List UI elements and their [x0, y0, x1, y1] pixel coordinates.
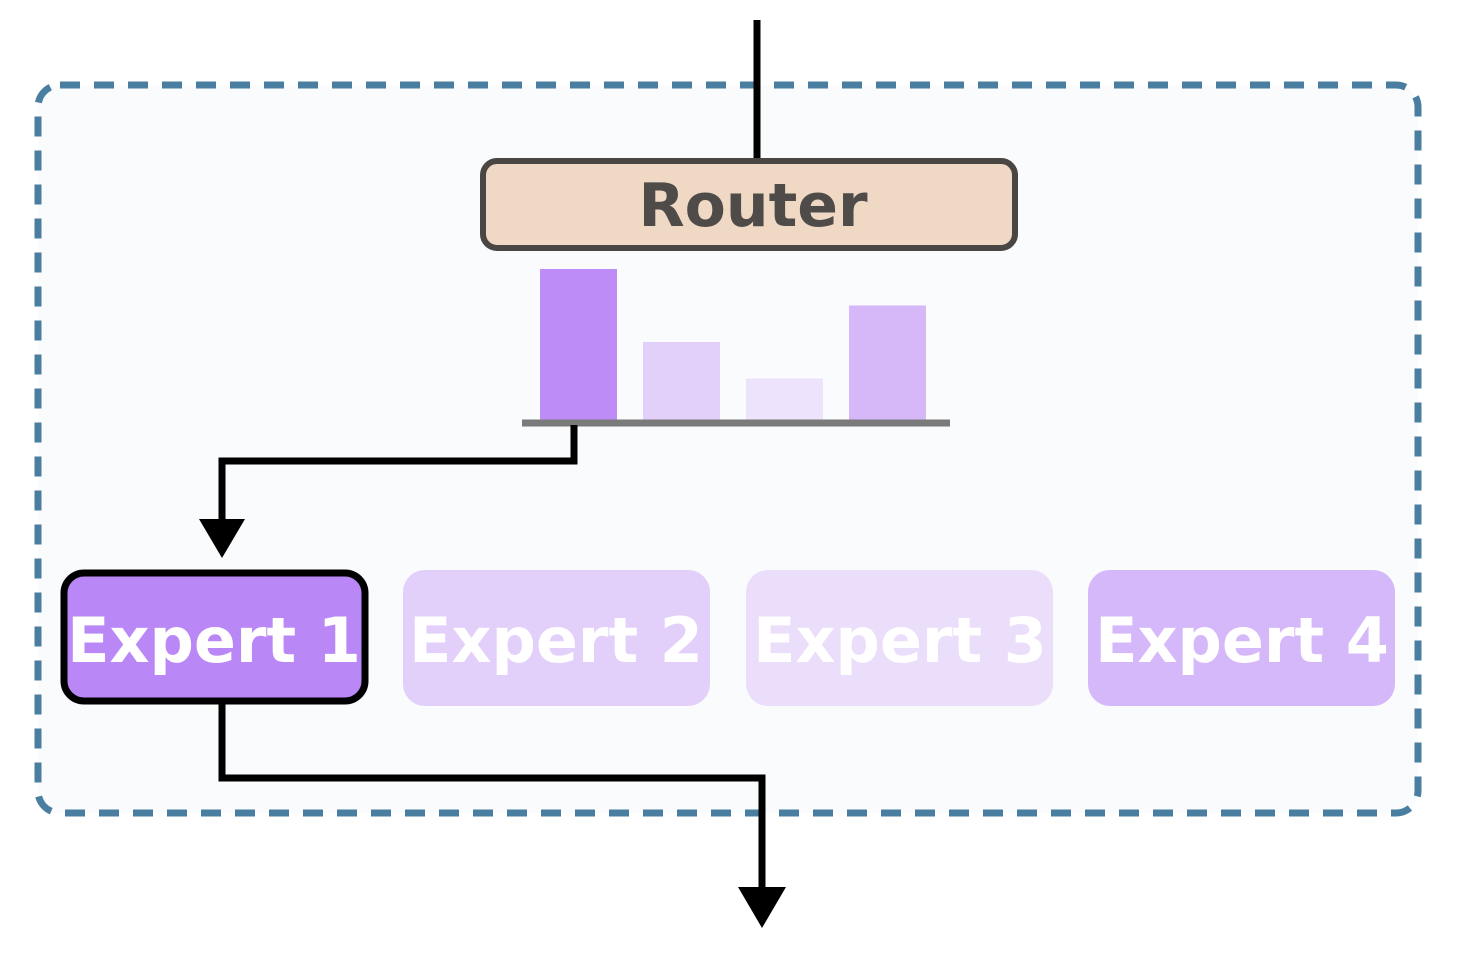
expert-label: Expert 1: [67, 604, 361, 677]
expert-node-3: Expert 3: [746, 570, 1053, 706]
expert-box: [60, 569, 369, 705]
expert-box: [746, 570, 1053, 706]
expert-box: [1088, 570, 1395, 706]
expert-node-1: Expert 1: [60, 569, 369, 705]
route-to-expert-1: [218, 425, 578, 522]
expert-label: Expert 3: [753, 604, 1047, 677]
router-label: Router: [638, 171, 868, 241]
expert-label: Expert 4: [1095, 604, 1389, 677]
router-score-bars: [540, 269, 926, 421]
expert-node-2: Expert 2: [403, 570, 710, 706]
router-score-bar-2: [643, 341, 720, 421]
output-connector: [218, 704, 766, 890]
router-node: Router: [480, 158, 1018, 251]
expert-box: [403, 570, 710, 706]
output-arrowhead: [738, 887, 786, 928]
router-score-bar-4: [849, 305, 926, 421]
router-score-bar-1: [540, 269, 617, 421]
expert-label: Expert 2: [409, 604, 703, 677]
router-box: [480, 158, 1018, 251]
router-score-bar-3: [746, 378, 823, 421]
moe-layer-container: [34, 81, 1422, 817]
expert-node-4: Expert 4: [1088, 570, 1395, 706]
route-arrowhead: [199, 519, 245, 558]
